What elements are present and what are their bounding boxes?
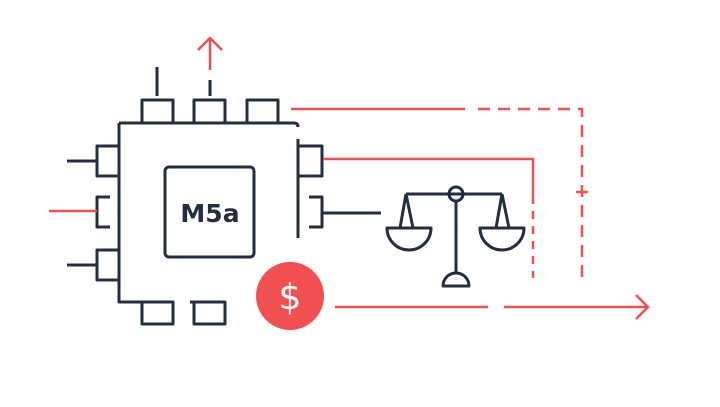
pin-top-1: [140, 98, 175, 122]
pin-top-2: [192, 98, 227, 125]
pin-left-2: [95, 195, 110, 229]
arrow-up-icon: [197, 36, 223, 70]
dollar-badge: $: [256, 262, 324, 330]
chip: M5a: [67, 67, 381, 326]
arrow-right-icon: [635, 294, 650, 320]
signal-lines: [49, 36, 650, 320]
pin-right-1: [296, 144, 324, 178]
scale-icon: [385, 185, 526, 288]
dollar-icon: $: [279, 277, 302, 318]
pin-left-1: [95, 144, 121, 178]
pin-top-3: [245, 98, 280, 125]
pin-bottom-2: [192, 300, 227, 326]
pin-left-3: [95, 248, 121, 282]
pin-right-2: [309, 195, 381, 229]
chip-label: M5a: [180, 199, 239, 228]
pin-bottom-1: [140, 300, 175, 326]
chip-core: [163, 165, 256, 259]
